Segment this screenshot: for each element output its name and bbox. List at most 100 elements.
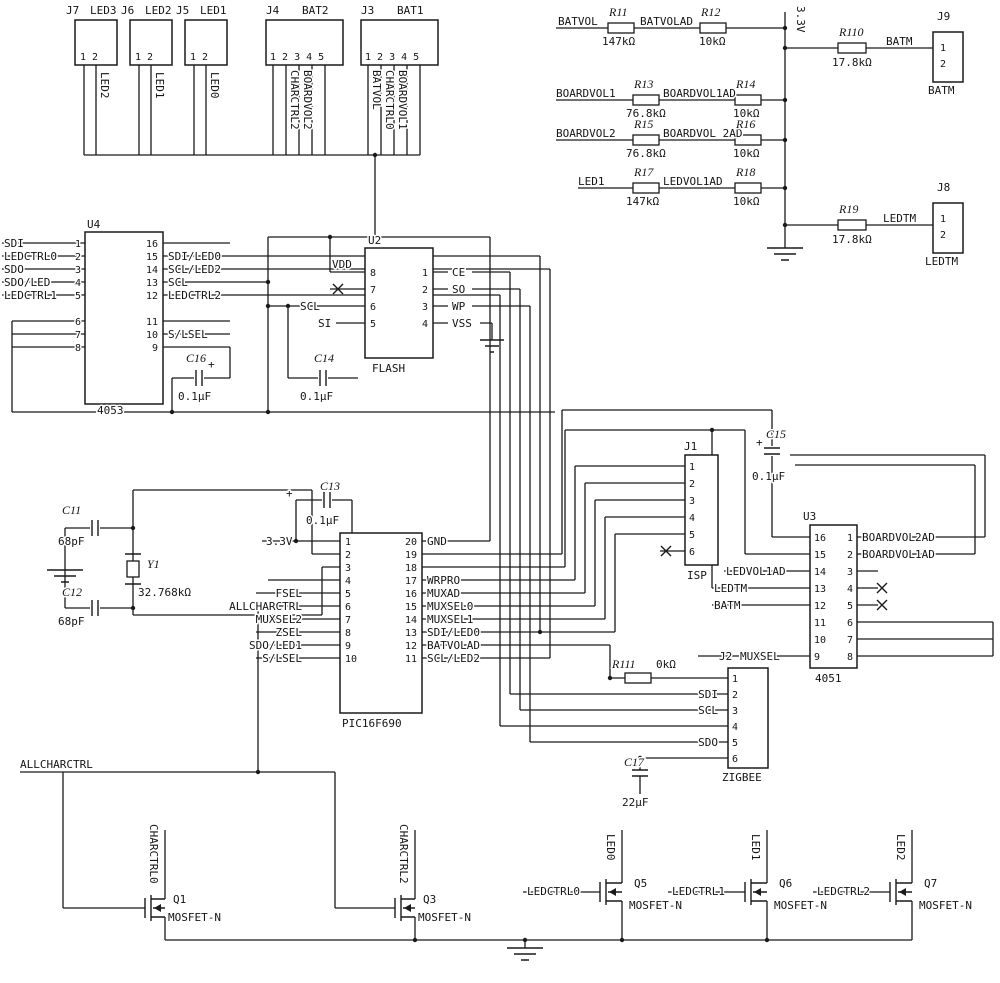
j1-pin-1: 1 xyxy=(689,462,695,473)
q3-arrow-icon xyxy=(404,904,411,912)
j2-pin-1: 1 xyxy=(732,674,738,685)
wires-pic xyxy=(256,256,772,772)
u3-pin-10: 10 xyxy=(814,635,826,646)
pic-pin-3: 3 xyxy=(345,563,351,574)
u4-box xyxy=(84,231,164,405)
q6-net-led1: LED1 xyxy=(749,834,762,861)
j6-pins: 1 2 xyxy=(135,52,153,63)
pic-box xyxy=(339,532,423,714)
j2-box xyxy=(727,667,769,769)
q6-net-ledctrl1: LEDCTRL1 xyxy=(672,885,725,898)
q7-net-led2: LED2 xyxy=(894,834,907,861)
u2-lbl-so: SO xyxy=(452,283,465,296)
c17-val: 22μF xyxy=(622,796,649,809)
q7-ref: Q7 xyxy=(924,877,937,890)
nc-u2-pin7-icon xyxy=(332,283,344,295)
u2-net-scl: SCL xyxy=(300,300,320,313)
j4-net-charctrl2: CHARCTRL2 xyxy=(288,70,301,130)
j1-box xyxy=(684,454,719,566)
u3-name: 4051 xyxy=(815,672,842,685)
r15-val: 76.8kΩ xyxy=(626,147,666,160)
j8-box xyxy=(932,202,964,254)
u2-pin-3: 3 xyxy=(422,302,428,313)
j2-ref: J2 xyxy=(719,650,732,663)
r17-body xyxy=(632,182,660,194)
c14-val: 0.1μF xyxy=(300,390,333,403)
crystal-symbol xyxy=(125,553,141,585)
u3-net-ledtm: LEDTM xyxy=(714,582,747,595)
u2-ref: U2 xyxy=(368,234,381,247)
net-boardvol2ad: BOARDVOL 2AD xyxy=(663,127,742,140)
q5-type: MOSFET-N xyxy=(629,899,682,912)
r12-val: 10kΩ xyxy=(699,35,726,48)
y1-val: 32.768kΩ xyxy=(138,586,191,599)
wires-u4 xyxy=(2,242,555,413)
pic-pin-4: 4 xyxy=(345,576,351,587)
pic-lbl-wrpro: WRPRO xyxy=(427,574,460,587)
net-batm: BATM xyxy=(886,35,913,48)
j4-net-boardvol2: BOARDVOL2 xyxy=(301,70,314,130)
capacitor-symbols xyxy=(91,370,780,777)
nc-u3-pin4-icon xyxy=(876,582,888,594)
j2-pin-5: 5 xyxy=(732,738,738,749)
r15-ref: R15 xyxy=(633,117,653,131)
u4-pin-12: 12 xyxy=(146,291,158,302)
r14-val: 10kΩ xyxy=(733,107,760,120)
r14-body xyxy=(734,94,762,106)
u3-net-batm: BATM xyxy=(714,599,741,612)
j9-net: BATM xyxy=(928,84,955,97)
r15-body xyxy=(632,134,660,146)
u4-pin-9: 9 xyxy=(152,343,158,354)
q5-ref: Q5 xyxy=(634,877,647,890)
j8-pin2: 2 xyxy=(940,230,946,241)
u4-net-sdo-led: SDO/LED xyxy=(4,276,50,289)
pic-pin-12: 12 xyxy=(405,641,417,652)
j8-net: LEDTM xyxy=(925,255,958,268)
c16-ref: C16 xyxy=(186,351,206,365)
pic-lbl-sdi-led0: SDI/LED0 xyxy=(427,626,480,639)
r19-val: 17.8kΩ xyxy=(832,233,872,246)
r18-val: 10kΩ xyxy=(733,195,760,208)
r19-body xyxy=(837,219,867,231)
pic-pin-15: 15 xyxy=(405,602,417,613)
nc-u3-pin5-icon xyxy=(876,599,888,611)
r18-body xyxy=(734,182,762,194)
u3-pin-1: 1 xyxy=(847,533,853,544)
r110-body xyxy=(837,42,867,54)
u4-pin-14: 14 xyxy=(146,265,158,276)
u2-pin-1: 1 xyxy=(422,268,428,279)
r16-body xyxy=(734,134,762,146)
q3-type: MOSFET-N xyxy=(418,911,471,924)
rail-3v3: 3.3V xyxy=(794,6,807,33)
pic-pin-8: 8 xyxy=(345,628,351,639)
ground-top-right-icon xyxy=(767,247,803,261)
u2-lbl-ce: CE xyxy=(452,266,465,279)
u3-net-ledvol1ad: LEDVOL1AD xyxy=(726,565,786,578)
net-batvolad: BATVOLAD xyxy=(640,15,693,28)
nc-j1-pin6-icon xyxy=(660,545,672,557)
q5-arrow-icon xyxy=(609,888,616,896)
u3-lbl-boardvol2ad: BOARDVOL2AD xyxy=(862,531,935,544)
j1-ref: J1 xyxy=(684,440,697,453)
u2-net-vdd: VDD xyxy=(332,258,352,271)
u3-ref: U3 xyxy=(803,510,816,523)
j7-ref: J7 xyxy=(66,4,79,17)
mosfet-symbols xyxy=(144,879,912,921)
pic-net-sdo-led1: SDO/LED1 xyxy=(249,639,302,652)
net-batvol: BATVOL xyxy=(558,15,598,28)
u2-pin-6: 6 xyxy=(370,302,376,313)
j5-title: LED1 xyxy=(200,4,227,17)
q5-net-ledctrl0: LEDCTRL0 xyxy=(527,885,580,898)
pic-pin-18: 18 xyxy=(405,563,417,574)
c13-plus: + xyxy=(286,487,293,500)
u4-lbl-slsel: S/LSEL xyxy=(168,328,208,341)
r110-val: 17.8kΩ xyxy=(832,56,872,69)
r111-val: 0kΩ xyxy=(656,658,676,671)
pic-pin-11: 11 xyxy=(405,654,417,665)
q3-ref: Q3 xyxy=(423,893,436,906)
wires-top-connectors xyxy=(83,65,421,237)
j2-net-sdi: SDI xyxy=(698,688,718,701)
resistor-bodies xyxy=(607,22,867,684)
j2-pin-6: 6 xyxy=(732,754,738,765)
r13-val: 76.8kΩ xyxy=(626,107,666,120)
